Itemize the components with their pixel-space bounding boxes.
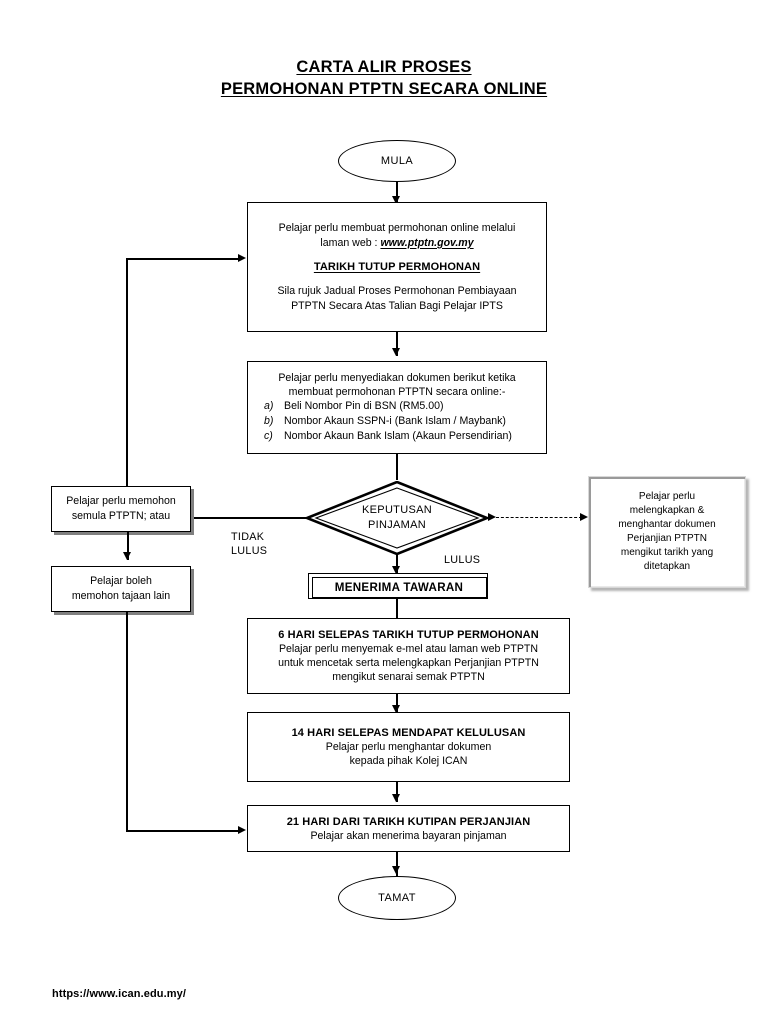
footer-url[interactable]: https://www.ican.edu.my/ [52, 988, 187, 1000]
terminator-end: TAMAT [338, 876, 456, 920]
arrowhead-online-to-documents [392, 348, 400, 356]
ptptn-website-link[interactable]: www.ptptn.gov.my [380, 236, 474, 249]
connector-decision-to-agreement [496, 517, 582, 518]
21days-line-1: Pelajar akan menerima bayaran pinjaman [310, 829, 507, 842]
6days-heading: 6 HARI SELEPAS TARIKH TUTUP PERMOHONAN [278, 629, 539, 641]
reapply-line-1: Pelajar perlu memohon [66, 495, 176, 507]
arrowhead-reapply-to-other-sponsor [123, 552, 131, 560]
document-item-marker: c) [264, 430, 273, 442]
process-required-documents: Pelajar perlu menyediakan dokumen beriku… [247, 361, 547, 454]
agreement-line-5: mengikut tarikh yang [620, 547, 714, 558]
page-title: CARTA ALIR PROSES PERMOHONAN PTPTN SECAR… [0, 56, 768, 100]
feedback-loop-vertical-up [126, 258, 128, 486]
document-item: c) Nombor Akaun Bank Islam (Akaun Persen… [248, 429, 546, 444]
document-item-text: Nombor Akaun Bank Islam (Akaun Persendir… [284, 430, 512, 442]
document-item: a) Beli Nombor Pin di BSN (RM5.00) [248, 399, 546, 414]
bottom-loop-horizontal [126, 830, 239, 832]
connector-decision-to-reapply [190, 517, 306, 519]
connector-online-to-documents [396, 332, 398, 356]
agreement-line-1: Pelajar perlu [638, 491, 696, 502]
online-line-2: laman web : www.ptptn.gov.my [320, 236, 473, 251]
arrowhead-decision-to-agreement-right [580, 513, 588, 521]
agreement-line-2: melengkapkan & [629, 505, 705, 516]
online-heading: TARIKH TUTUP PERMOHONAN [313, 260, 481, 273]
bottom-loop-vertical [126, 612, 128, 832]
21days-heading: 21 HARI DARI TARIKH KUTIPAN PERJANJIAN [286, 815, 531, 828]
agreement-line-6: ditetapkan [643, 561, 691, 572]
process-online-application: Pelajar perlu membuat permohonan online … [247, 202, 547, 332]
decision-label-yes: LULUS [444, 554, 481, 566]
process-other-sponsorship: Pelajar boleh memohon tajaan lain [51, 566, 191, 612]
arrowhead-14days-to-21days [392, 794, 400, 802]
arrowhead-decision-to-offer [392, 566, 400, 574]
process-reapply-ptptn: Pelajar perlu memohon semula PTPTN; atau [51, 486, 191, 532]
process-agreement-documents: Pelajar perlu melengkapkan & menghantar … [588, 476, 746, 588]
connector-6days-to-14days [396, 694, 398, 713]
decision-loan-result: KEPUTUSAN PINJAMAN [306, 481, 488, 555]
arrowhead-21days-to-end [392, 866, 400, 874]
reapply-line-2: semula PTPTN; atau [71, 510, 171, 522]
decision-label-no-line-2: LULUS [231, 545, 268, 557]
decision-label-no: TIDAK LULUS [231, 530, 267, 558]
arrowhead-decision-to-agreement-left [488, 513, 496, 521]
online-line-4: PTPTN Secara Atas Talian Bagi Pelajar IP… [291, 299, 503, 312]
connector-reapply-to-other-sponsor [127, 532, 129, 560]
document-item-text: Nombor Akaun SSPN-i (Bank Islam / Mayban… [284, 415, 506, 427]
title-line-1: CARTA ALIR PROSES [296, 58, 472, 76]
arrowhead-6days-to-14days [392, 705, 400, 713]
arrowhead-bottom-loop-to-21days [238, 826, 246, 834]
connector-documents-to-decision [396, 454, 398, 480]
online-line-3: Sila rujuk Jadual Proses Permohonan Pemb… [277, 284, 517, 297]
agreement-line-4: Perjanjian PTPTN [626, 533, 708, 544]
document-item-marker: b) [264, 415, 274, 427]
connector-offer-to-6days [396, 599, 398, 619]
process-21-days-from-collection: 21 HARI DARI TARIKH KUTIPAN PERJANJIAN P… [247, 805, 570, 852]
6days-line-3: mengikut senarai semak PTPTN [332, 671, 485, 683]
connector-21days-to-end [396, 852, 398, 876]
process-accept-offer: MENERIMA TAWARAN [308, 573, 488, 599]
6days-line-1: Pelajar perlu menyemak e-mel atau laman … [278, 643, 539, 655]
connector-start-to-online [396, 182, 398, 204]
document-item: b) Nombor Akaun SSPN-i (Bank Islam / May… [248, 414, 546, 429]
14days-heading: 14 HARI SELEPAS MENDAPAT KELULUSAN [291, 727, 526, 739]
decision-label-no-line-1: TIDAK [231, 531, 265, 543]
14days-line-1: Pelajar perlu menghantar dokumen [325, 741, 492, 753]
terminator-end-label: TAMAT [378, 892, 416, 904]
feedback-loop-horizontal-top [126, 258, 239, 260]
connector-decision-to-offer [396, 555, 398, 574]
process-6-days-after-closing: 6 HARI SELEPAS TARIKH TUTUP PERMOHONAN P… [247, 618, 570, 694]
other-sponsor-line-2: memohon tajaan lain [71, 590, 171, 602]
online-line-2-prefix: laman web : [320, 236, 381, 249]
documents-line-2: membuat permohonan PTPTN secara online:- [288, 386, 506, 398]
online-line-1: Pelajar perlu membuat permohonan online … [278, 221, 516, 234]
arrowhead-start-to-online [392, 196, 400, 204]
14days-line-2: kepada pihak Kolej ICAN [349, 755, 468, 767]
process-14-days-after-approval: 14 HARI SELEPAS MENDAPAT KELULUSAN Pelaj… [247, 712, 570, 782]
title-line-2: PERMOHONAN PTPTN SECARA ONLINE [220, 80, 548, 98]
document-item-text: Beli Nombor Pin di BSN (RM5.00) [284, 400, 444, 412]
document-item-marker: a) [264, 400, 274, 412]
terminator-start-label: MULA [380, 155, 414, 167]
other-sponsor-line-1: Pelajar boleh [90, 575, 152, 587]
agreement-line-3: menghantar dokumen [618, 519, 716, 530]
documents-line-1: Pelajar perlu menyediakan dokumen beriku… [278, 372, 516, 384]
6days-line-2: untuk mencetak serta melengkapkan Perjan… [278, 657, 539, 669]
decision-shape [306, 481, 488, 555]
terminator-start: MULA [338, 140, 456, 182]
arrowhead-feedback-loop-to-online [238, 254, 246, 262]
accept-offer-label: MENERIMA TAWARAN [334, 580, 464, 594]
connector-14days-to-21days [396, 782, 398, 802]
